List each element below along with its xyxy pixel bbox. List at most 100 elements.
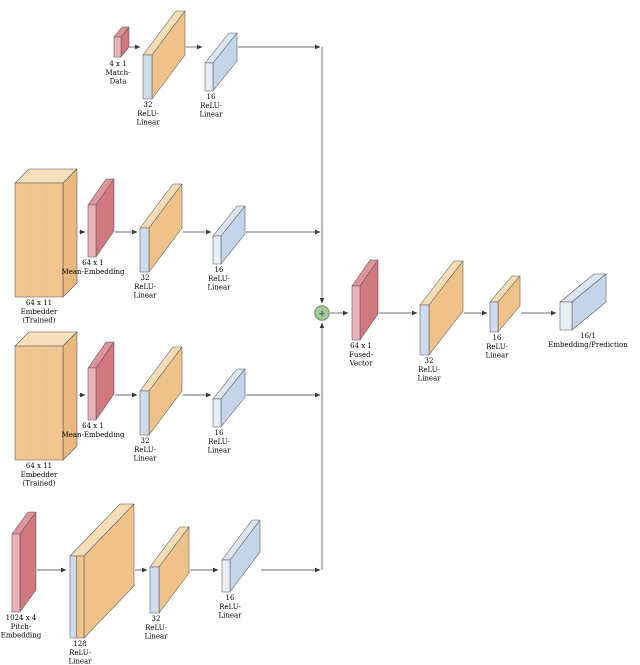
block-front-face	[212, 398, 222, 428]
block-label: 64 x 11	[26, 462, 52, 470]
block-label: ReLU-	[219, 603, 241, 611]
block-label: ReLU-	[418, 366, 440, 374]
block-front-face	[14, 182, 64, 298]
block-label: ReLU-	[134, 446, 156, 454]
block-side-face	[62, 168, 78, 298]
block-front-face	[87, 204, 97, 258]
block-front-face	[559, 301, 573, 331]
block-label: Linear	[68, 658, 92, 665]
block-front-face	[14, 345, 64, 461]
block-label: Embedding	[1, 632, 42, 640]
block-label: Embedder	[21, 308, 58, 316]
block-label: Linear	[144, 633, 168, 641]
block-label: 16	[215, 266, 224, 274]
block-front-face	[87, 367, 97, 421]
block-label: 64 x 11	[26, 299, 52, 307]
block-label: ReLU-	[200, 102, 222, 110]
block-side-face	[62, 331, 78, 461]
block-front-face	[212, 235, 222, 265]
block-label: 4 x 1	[109, 60, 126, 68]
block-front-face	[351, 285, 361, 341]
block-label: ReLU-	[69, 649, 91, 657]
block-label: Linear	[136, 119, 160, 127]
block-label: 16	[215, 429, 224, 437]
block-label: 32	[141, 437, 150, 445]
block-label: Vector	[349, 360, 374, 368]
block-front-face	[76, 555, 85, 639]
block-label: 64 x 1	[82, 422, 104, 430]
flow-arrows	[37, 44, 557, 573]
block-label: 16/1	[580, 332, 596, 340]
block-label: (Trained)	[22, 480, 55, 488]
block-label: (Trained)	[22, 317, 55, 325]
block-label: Mean-Embedding	[62, 431, 125, 439]
block-label: ReLU-	[208, 275, 230, 283]
network-blocks: 4 x 1Match-Data32ReLU-Linear16ReLU-Linea…	[1, 10, 628, 665]
block-label: 1024 x 4	[6, 614, 37, 622]
block-label: ReLU-	[134, 283, 156, 291]
block-label: Linear	[199, 111, 223, 119]
block-label: Linear	[207, 447, 231, 455]
block-front-face	[11, 533, 21, 613]
block-label: Fused-	[349, 351, 374, 359]
block-front-band	[69, 555, 77, 639]
block-label: Linear	[133, 455, 157, 463]
block-label: 32	[152, 615, 161, 623]
block-label: ReLU-	[486, 343, 508, 351]
block-label: 16	[226, 594, 235, 602]
block-label: Linear	[133, 292, 157, 300]
block-label: 64 x 1	[82, 259, 104, 267]
block-label: 16	[493, 334, 502, 342]
block-label: 16	[207, 93, 216, 101]
block-label: Mean-Embedding	[62, 268, 125, 276]
block-front-face	[221, 559, 231, 593]
block-label: Pitch-	[11, 623, 32, 631]
block-label: Linear	[218, 612, 242, 620]
block-label: 32	[144, 101, 153, 109]
block-label: ReLU-	[208, 438, 230, 446]
block-label: 128	[73, 640, 86, 648]
block-front-face	[149, 566, 160, 614]
block-label: Data	[110, 78, 127, 86]
block-front-face	[139, 390, 150, 436]
block-label: ReLU-	[145, 624, 167, 632]
block-label: Embedder	[21, 471, 58, 479]
block-front-face	[139, 227, 150, 273]
block-label: 32	[425, 357, 434, 365]
block-label: 64 x 1	[350, 342, 372, 350]
block-label: ReLU-	[137, 110, 159, 118]
block-label: Embedding/Prediction	[548, 341, 628, 349]
block-label: 32	[141, 274, 150, 282]
block-front-face	[142, 54, 153, 100]
block-front-face	[113, 36, 122, 58]
fusion-group: +	[314, 305, 330, 321]
block-front-face	[489, 301, 499, 333]
block-label: Linear	[207, 284, 231, 292]
fusion-plus-icon: +	[318, 309, 326, 319]
block-label: Match-	[106, 69, 132, 77]
block-front-face	[204, 62, 214, 92]
block-label: Linear	[417, 375, 441, 383]
block-label: Linear	[485, 352, 509, 360]
fusion-node	[314, 305, 330, 321]
